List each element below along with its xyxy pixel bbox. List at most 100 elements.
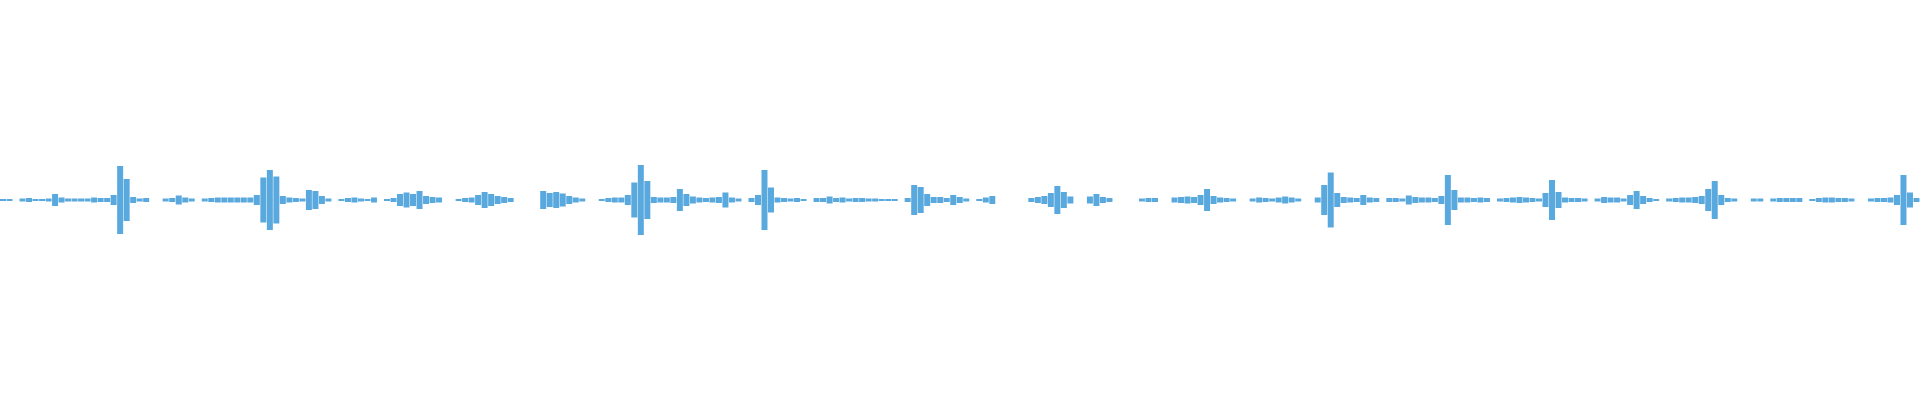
waveform-sample (956, 197, 963, 203)
waveform-sample (1750, 198, 1757, 202)
waveform-sample (1692, 197, 1699, 203)
waveform-sample (475, 195, 482, 205)
waveform-sample (702, 198, 709, 202)
waveform-sample (1867, 198, 1874, 202)
waveform-sample (800, 199, 807, 201)
waveform-sample (390, 198, 397, 202)
waveform-sample (1796, 198, 1803, 202)
waveform-sample (950, 195, 957, 205)
waveform-sample (1562, 197, 1569, 203)
waveform-sample (266, 170, 273, 230)
waveform-sample (611, 197, 618, 203)
waveform-sample (1640, 196, 1647, 204)
waveform-sample (976, 199, 983, 201)
waveform-sample (1470, 198, 1477, 202)
waveform-sample (540, 191, 547, 209)
waveform-sample (631, 182, 638, 218)
waveform-sample (292, 198, 299, 202)
waveform-sample (481, 192, 488, 208)
waveform-sample (1204, 189, 1211, 211)
waveform-sample (624, 195, 631, 205)
waveform-sample (1314, 197, 1321, 203)
waveform-sample (1360, 195, 1367, 205)
waveform-sample (1197, 195, 1204, 205)
waveform-sample (494, 196, 501, 204)
waveform-sample (644, 181, 651, 219)
waveform-sample (1711, 181, 1718, 219)
waveform-sample (1483, 198, 1490, 202)
waveform-sample (859, 198, 866, 202)
waveform-sample (1295, 198, 1302, 202)
waveform-sample (735, 198, 742, 202)
waveform-sample (201, 198, 208, 202)
waveform-sample (872, 198, 879, 202)
waveform-sample (45, 198, 52, 202)
waveform-sample (279, 196, 286, 204)
waveform-sample (1581, 198, 1588, 202)
waveform-sample (865, 198, 872, 202)
waveform-sample (97, 198, 104, 202)
waveform-sample (546, 193, 553, 207)
waveform-sample (683, 194, 690, 206)
waveform-sample (1913, 198, 1920, 202)
waveform-sample (501, 197, 508, 203)
waveform-sample (1028, 198, 1035, 202)
waveform-sample (761, 170, 768, 230)
waveform-sample (728, 197, 735, 203)
waveform-sample (1542, 193, 1549, 207)
waveform-sample (260, 177, 267, 223)
waveform-sample (696, 197, 703, 203)
waveform-sample (1536, 198, 1542, 202)
waveform-sample (416, 191, 423, 209)
waveform-sample (1210, 196, 1217, 204)
waveform-sample (1223, 198, 1230, 202)
waveform-sample (1431, 198, 1438, 202)
waveform-sample (650, 197, 657, 203)
waveform-sample (559, 193, 566, 207)
waveform-sample (344, 198, 351, 202)
waveform-sample (605, 198, 612, 202)
waveform-sample (1633, 191, 1640, 209)
waveform-sample (1067, 196, 1074, 204)
waveform-sample (924, 194, 931, 206)
waveform-sample (247, 197, 254, 203)
waveform-sample (904, 198, 911, 202)
waveform-sample (885, 199, 892, 201)
waveform-sample (208, 198, 215, 202)
waveform-sample (1099, 197, 1106, 203)
waveform-sample (553, 192, 560, 208)
waveform-sample (1874, 198, 1881, 202)
waveform-sample (110, 195, 117, 205)
waveform-sample (1282, 196, 1289, 204)
waveform-sample (1575, 198, 1582, 202)
waveform-sample (1444, 175, 1451, 225)
waveform-sample (1457, 197, 1464, 203)
waveform-sample (833, 198, 840, 202)
waveform-sample (1705, 189, 1712, 211)
waveform-sample (982, 197, 989, 203)
waveform-sample (1034, 197, 1041, 203)
waveform-sample (305, 190, 312, 210)
waveform-sample (455, 199, 462, 201)
waveform-sample (6, 199, 13, 201)
waveform-sample (1262, 198, 1269, 202)
waveform-sample (1451, 190, 1458, 210)
waveform-sample (1516, 197, 1523, 203)
waveform-sample (1789, 198, 1796, 202)
waveform-sample (572, 197, 579, 203)
waveform-sample (462, 198, 469, 202)
waveform-sample (1627, 195, 1634, 205)
waveform-sample (299, 198, 306, 202)
waveform-sample (1340, 197, 1347, 203)
waveform-sample (162, 198, 169, 202)
waveform-sample (1724, 198, 1731, 202)
waveform-sample (1496, 198, 1503, 202)
waveform-sample (937, 197, 944, 203)
waveform-sample (930, 197, 937, 203)
waveform-sample (715, 197, 722, 203)
waveform-sample (1835, 198, 1842, 202)
waveform-sample (1405, 195, 1412, 205)
waveform-sample (1646, 198, 1653, 202)
